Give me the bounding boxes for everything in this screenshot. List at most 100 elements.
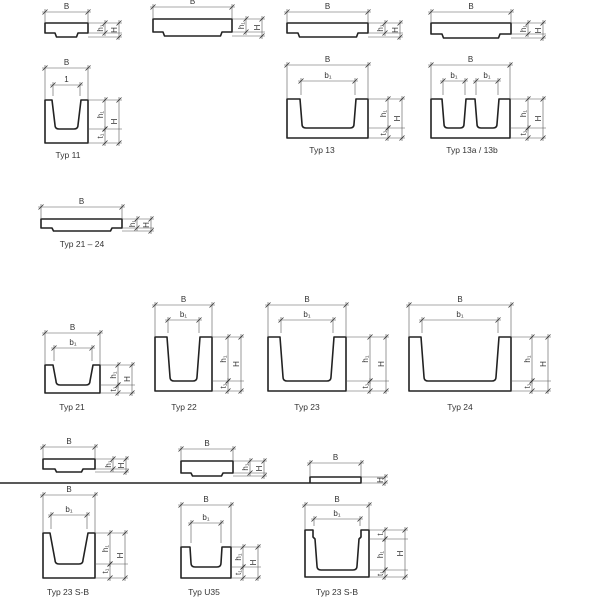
dimension-label-H: H [377, 361, 386, 367]
dimension-label-H: H [255, 465, 264, 471]
caption: Typ 23 [294, 402, 320, 412]
dimension-tick [134, 225, 140, 231]
dimension-tick [367, 334, 373, 340]
channel-profile [44, 364, 101, 394]
dimension-tick [240, 564, 246, 570]
dimension-label-t1: t₁ [234, 570, 243, 575]
dimension-label-B: B [333, 453, 338, 462]
dimension-label-b1: b₁ [180, 310, 187, 319]
dimension-tick [116, 97, 122, 103]
lid-profile [180, 460, 234, 477]
dimension-tick [397, 34, 403, 40]
dimension-label-h1: h₁ [96, 111, 105, 118]
channel-profile [304, 529, 370, 578]
dimension-tick [116, 34, 122, 40]
lid-profile [152, 18, 233, 37]
dimension-tick [540, 135, 546, 141]
dimension-tick [122, 530, 128, 536]
dimension-label-b1: b₁ [303, 310, 310, 319]
caption-typ-21-24: Typ 21 – 24 [60, 239, 105, 249]
dimension-label-h1: h₁ [237, 22, 246, 29]
dimension-label-B: B [468, 55, 473, 64]
dimension-tick [259, 33, 265, 39]
dimension-label-b1: b₁ [333, 509, 340, 518]
dimension-label-h1: h₁ [219, 355, 228, 362]
dimension-tick [238, 388, 244, 394]
dimension-label-B: B [190, 0, 195, 6]
dimension-label-b1: b₁ [202, 513, 209, 522]
dimension-tick [134, 216, 140, 222]
dimension-label-H: H [539, 361, 548, 367]
dimension-label-h1: h₁ [96, 24, 105, 31]
channel-profile [430, 98, 511, 139]
channel-profile [267, 336, 347, 392]
dimension-tick [240, 544, 246, 550]
dimension-label-t1: t₁ [219, 383, 228, 388]
dimension-tick [148, 216, 154, 222]
dimension-label-h1: h₁ [128, 220, 137, 227]
dimension-label-h1: h₁ [519, 110, 528, 117]
dimension-tick [102, 126, 108, 132]
lid-profile [430, 22, 512, 39]
dimension-label-B: B [457, 295, 462, 304]
dimension-tick [259, 16, 265, 22]
dimension-tick [525, 31, 531, 37]
dimension-tick [382, 567, 388, 573]
dimension-label-t1: t₁ [361, 383, 370, 388]
dimension-tick [102, 30, 108, 36]
dimension-label-B: B [79, 197, 84, 206]
dimension-label-t: t [376, 533, 385, 536]
dimension-label-h1: h₁ [361, 355, 370, 362]
dimension-tick [545, 334, 551, 340]
dimension-tick [110, 456, 116, 462]
dimension-label-t1: t₁ [96, 133, 105, 138]
dimension-label-h1: h₁ [104, 460, 113, 467]
dimension-label-H: H [116, 552, 125, 558]
dimension-tick [110, 466, 116, 472]
dimension-label-h1: h₁ [519, 25, 528, 32]
dimension-label-B: B [66, 485, 71, 494]
dimension-label-H: H [249, 559, 258, 565]
dimension-tick [529, 388, 535, 394]
dimension-tick [255, 575, 261, 581]
dimension-label-h1: h₁ [241, 463, 250, 470]
dimension-tick [383, 388, 389, 394]
dimension-tick [385, 96, 391, 102]
dimension-label-t1: t₁ [379, 130, 388, 135]
dimension-label-H: H [376, 477, 385, 483]
dimension-tick [382, 536, 388, 542]
dimension-label-b1: b₁ [450, 71, 457, 80]
dimension-label-H: H [123, 376, 132, 382]
dimension-label-t1: t₁ [376, 571, 385, 576]
dimension-tick [102, 20, 108, 26]
caption: Typ 21 [59, 402, 85, 412]
dimension-tick [385, 135, 391, 141]
caption: Typ 24 [447, 402, 473, 412]
dimension-tick [540, 35, 546, 41]
dimension-tick [382, 574, 388, 580]
dimension-label-b1: b₁ [69, 338, 76, 347]
dimension-tick [367, 388, 373, 394]
dimension-label-H: H [396, 550, 405, 556]
dimension-tick [383, 334, 389, 340]
dimension-label-h1: h₁ [379, 110, 388, 117]
dimension-label-H: H [110, 27, 119, 33]
caption: Typ 13 [309, 145, 335, 155]
dimension-tick [382, 474, 388, 480]
dimension-tick [107, 530, 113, 536]
dimension-tick [107, 561, 113, 567]
dimension-tick [399, 96, 405, 102]
dimension-label-h1: h₁ [523, 355, 532, 362]
dimension-label-h1: h₁ [109, 371, 118, 378]
dimension-label-B: B [334, 495, 339, 504]
caption: Typ 22 [171, 402, 197, 412]
dimension-tick [123, 456, 129, 462]
lid-profile [42, 458, 96, 473]
